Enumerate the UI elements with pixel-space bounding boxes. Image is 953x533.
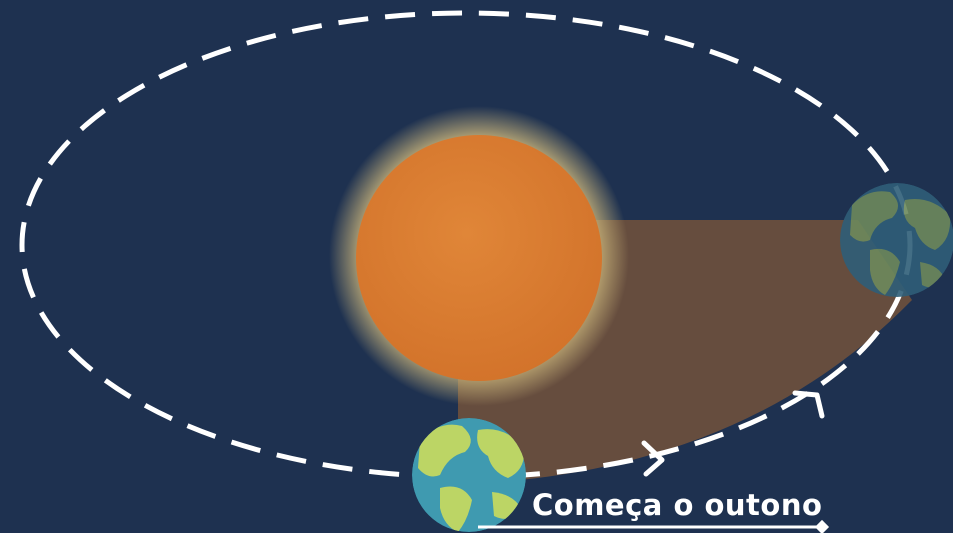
orbit-arrow-icon (792, 390, 825, 419)
earth-icon (840, 183, 953, 297)
season-caption: Começa o outono (532, 488, 823, 522)
earth-icon (412, 418, 526, 532)
caption-pointer-end (814, 519, 830, 533)
orbit-arrow-icon (641, 440, 665, 477)
sun-icon (356, 135, 602, 381)
